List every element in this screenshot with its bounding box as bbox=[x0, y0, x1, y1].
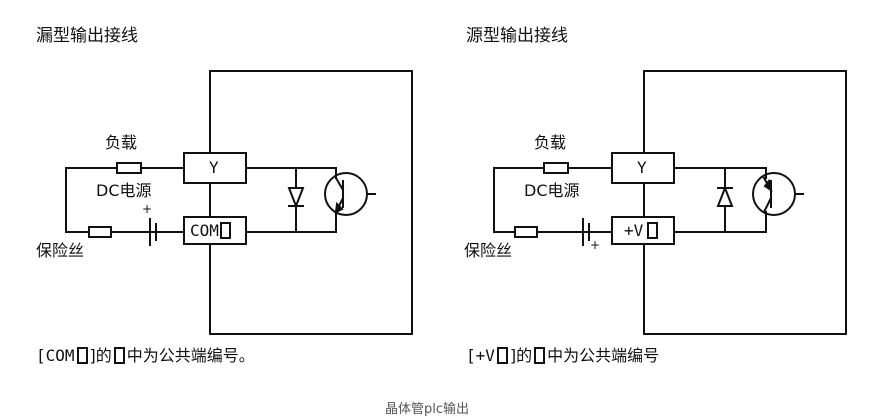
right-note-suffix: 中为公共端编号 bbox=[547, 346, 660, 365]
right-outer-wire bbox=[493, 167, 613, 233]
right-title: 源型输出接线 bbox=[466, 26, 568, 46]
left-note-prefix: [COM bbox=[36, 346, 75, 365]
left-terminal-com bbox=[183, 216, 247, 245]
right-note: [+V ]的中为公共端编号 bbox=[466, 347, 659, 364]
left-plc-frame bbox=[209, 70, 413, 335]
left-terminal-y-label: Y bbox=[209, 158, 219, 177]
left-note-box-1 bbox=[76, 347, 88, 364]
left-dc-source-label: DC电源 bbox=[96, 181, 152, 200]
left-title: 漏型输出接线 bbox=[36, 26, 138, 46]
left-fuse-label: 保险丝 bbox=[36, 241, 85, 260]
left-transistor-arrow bbox=[334, 201, 344, 214]
left-note-mid: ]的 bbox=[89, 346, 112, 365]
left-fuse bbox=[88, 226, 112, 238]
left-diode bbox=[287, 187, 305, 209]
left-load-resistor bbox=[116, 162, 142, 174]
left-note: [COM ]的中为公共端编号。 bbox=[36, 347, 255, 364]
left-note-suffix: 中为公共端编号。 bbox=[126, 346, 255, 365]
left-transistor bbox=[324, 172, 368, 216]
right-dc-source-label: DC电源 bbox=[524, 181, 580, 200]
right-note-prefix: [+V bbox=[466, 346, 495, 365]
right-terminal-number-box bbox=[647, 222, 659, 239]
right-transistor bbox=[752, 172, 796, 216]
right-terminal-v-text: +V bbox=[624, 221, 644, 240]
figure-caption: 晶体管plc输出 bbox=[385, 402, 470, 417]
right-fuse-label: 保险丝 bbox=[464, 241, 513, 260]
left-outer-wire bbox=[65, 167, 185, 233]
right-terminal-v bbox=[611, 216, 675, 245]
right-terminal-y-label: Y bbox=[637, 158, 647, 177]
right-load-resistor bbox=[543, 162, 569, 174]
left-transistor-base bbox=[334, 176, 376, 214]
right-terminal-y bbox=[611, 152, 675, 184]
right-diode bbox=[716, 185, 734, 207]
right-plus-sign: + bbox=[590, 238, 601, 252]
right-note-box-1 bbox=[496, 347, 508, 364]
left-load-label: 负载 bbox=[105, 133, 138, 152]
left-internal-wire bbox=[245, 167, 337, 233]
left-note-box-2 bbox=[113, 347, 125, 364]
right-fuse bbox=[514, 226, 538, 238]
left-terminal-com-text: COM bbox=[190, 221, 219, 240]
right-battery bbox=[582, 218, 590, 246]
right-note-mid: ]的 bbox=[509, 346, 533, 365]
right-transistor-base bbox=[762, 176, 804, 214]
left-terminal-number-box bbox=[219, 222, 231, 239]
left-plus-sign: + bbox=[142, 202, 153, 216]
right-note-box-2 bbox=[534, 347, 546, 364]
left-battery bbox=[149, 218, 157, 246]
left-terminal-com-label: COM bbox=[190, 222, 233, 239]
right-load-label: 负载 bbox=[534, 133, 567, 152]
right-terminal-v-label: +V bbox=[624, 222, 660, 239]
right-transistor-arrow bbox=[763, 178, 773, 193]
right-plc-frame bbox=[643, 70, 847, 335]
